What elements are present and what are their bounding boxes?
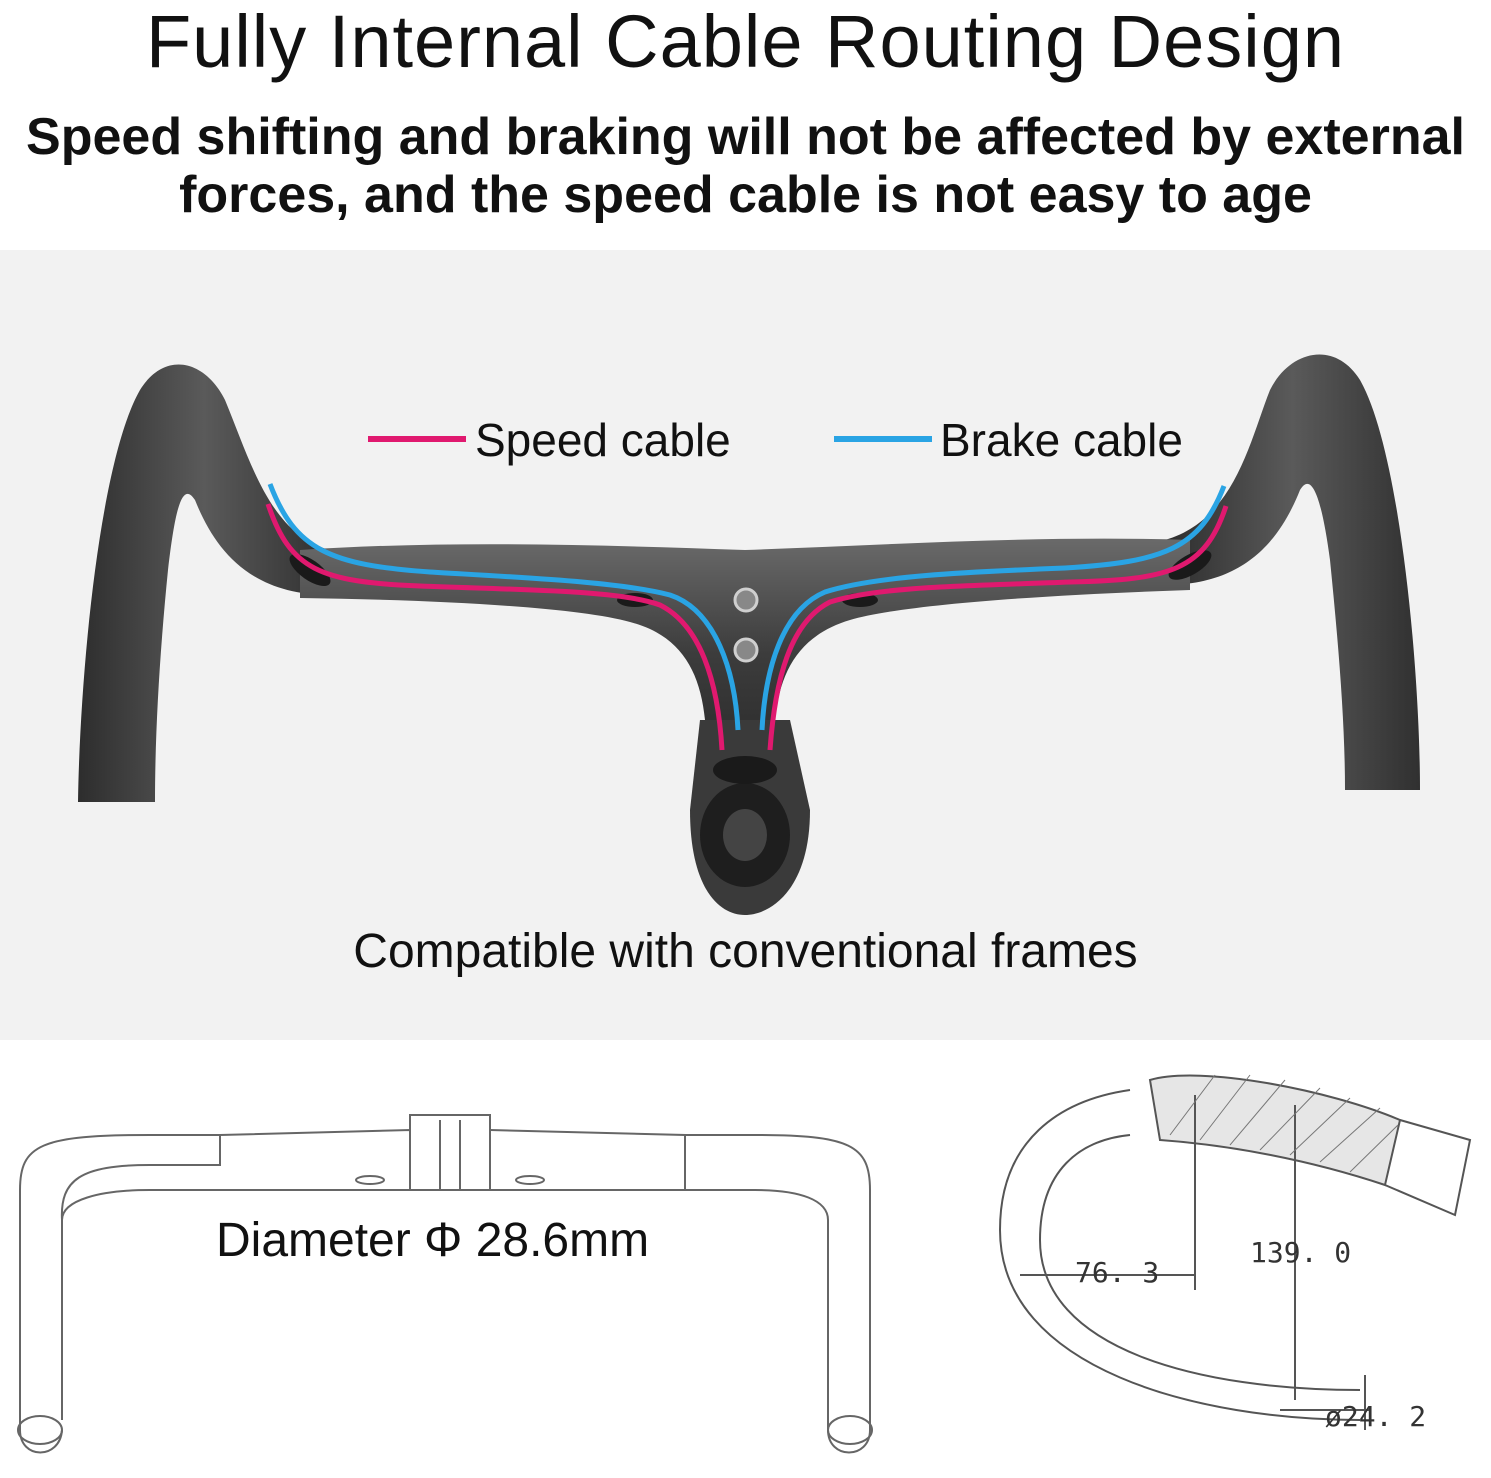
- subtitle-line-2: forces, and the speed cable is not easy …: [179, 166, 1312, 224]
- subtitle-line-1: Speed shifting and braking will not be a…: [26, 108, 1465, 166]
- page-subtitle: Speed shifting and braking will not be a…: [0, 108, 1491, 224]
- cable-port-top: [713, 756, 777, 784]
- reach-dimension: 76. 3: [1075, 1256, 1160, 1289]
- technical-drawings: [17, 1074, 1472, 1454]
- brake-cable-label: Brake cable: [940, 414, 1183, 466]
- compatibility-caption: Compatible with conventional frames: [353, 925, 1138, 978]
- right-drop: [1165, 354, 1420, 790]
- speed-cable-route-left: [265, 503, 725, 751]
- stem-bolt-2: [733, 637, 759, 663]
- handlebar-photo-illustration: [78, 354, 1420, 915]
- hatching: [1169, 1074, 1399, 1173]
- brake-cable-route-left: [267, 483, 741, 731]
- clamp-dimension: ø24. 2: [1325, 1400, 1427, 1433]
- side-profile-drawing: [998, 1074, 1472, 1430]
- front-view-drawing: [17, 1114, 873, 1454]
- brake-cable-route-right: [759, 485, 1227, 731]
- diameter-label: Diameter Φ 28.6mm: [216, 1214, 650, 1267]
- stem-bolt-1: [733, 587, 759, 613]
- page-title: Fully Internal Cable Routing Design: [145, 0, 1346, 83]
- handlebar-photo-panel: Speed cable Brake cable: [0, 250, 1491, 1040]
- speed-cable-route-right: [767, 505, 1229, 751]
- left-drop: [78, 364, 330, 802]
- speed-cable-label: Speed cable: [475, 414, 731, 466]
- drop-dimension: 139. 0: [1250, 1236, 1352, 1269]
